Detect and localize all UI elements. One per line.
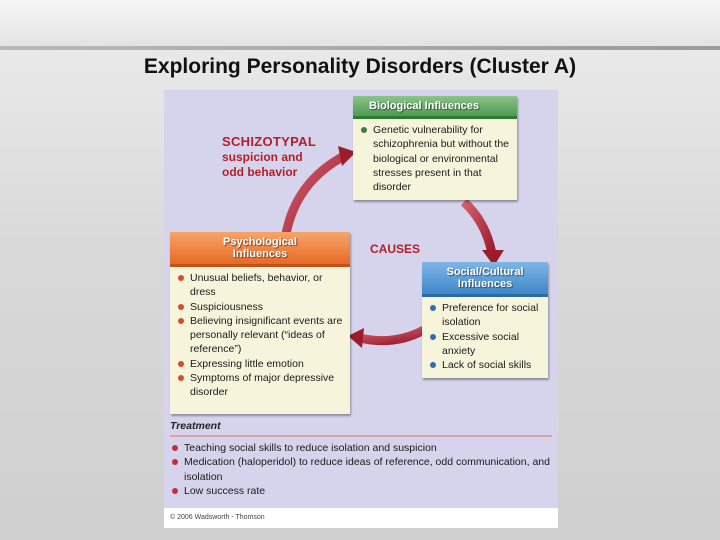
arrowhead-social-to-psych — [348, 328, 364, 348]
list-item-text: Low success rate — [184, 485, 266, 498]
biological-influences-list: Genetic vulnerability for schizophrenia … — [353, 119, 517, 198]
treatment-divider — [170, 435, 552, 437]
bullet-icon — [172, 459, 178, 466]
bullet-icon — [172, 488, 178, 495]
diagram-figure: SCHIZOTYPAL suspicion and odd behavior C… — [164, 90, 558, 528]
disorder-label: SCHIZOTYPAL suspicion and odd behavior — [222, 134, 316, 180]
slide-title: Exploring Personality Disorders (Cluster… — [143, 55, 577, 78]
header-divider — [0, 46, 720, 50]
list-item: Low success rate — [172, 484, 552, 498]
list-item-text: Excessive social anxiety — [442, 330, 520, 357]
biological-influences-box: Biological Influences Genetic vulnerabil… — [353, 96, 517, 200]
cycle-arrows — [281, 146, 504, 348]
bullet-icon — [430, 333, 436, 340]
bullet-icon — [430, 362, 436, 369]
social-cultural-influences-title: Social/Cultural Influences — [422, 262, 548, 297]
list-item: Preference for social isolation — [430, 301, 542, 330]
psychological-influences-list: Unusual beliefs, behavior, or dress Susp… — [170, 267, 350, 404]
list-item-text: Unusual beliefs, behavior, or dress — [190, 272, 323, 299]
bullet-icon — [430, 305, 436, 311]
arrowhead-psych-to-bio — [338, 146, 356, 166]
causes-label: CAUSES — [370, 242, 421, 256]
diagram-canvas: SCHIZOTYPAL suspicion and odd behavior C… — [164, 90, 558, 528]
treatment-list: Teaching social skills to reduce isolati… — [170, 441, 552, 499]
arrow-psych-to-bio — [281, 152, 347, 235]
social-title-line-1: Social/Cultural — [446, 266, 524, 278]
list-item: Excessive social anxiety — [430, 330, 542, 359]
social-cultural-influences-list: Preference for social isolation Excessiv… — [422, 297, 548, 376]
bullet-icon — [178, 375, 184, 382]
psychological-title-line-1: Psychological — [223, 236, 297, 248]
biological-influences-title: Biological Influences — [353, 96, 517, 119]
slide-header-band — [0, 0, 720, 48]
arrowhead-bio-to-social — [482, 250, 504, 266]
bullet-icon — [361, 127, 367, 133]
list-item: Genetic vulnerability for schizophrenia … — [361, 123, 511, 194]
copyright-notice: © 2006 Wadsworth - Thomson — [164, 508, 558, 528]
list-item: Teaching social skills to reduce isolati… — [172, 441, 552, 455]
list-item-text: Believing insignificant events are perso… — [190, 314, 343, 356]
list-item-text: Expressing little emotion — [190, 357, 304, 370]
list-item: Unusual beliefs, behavior, or dress — [178, 271, 344, 300]
list-item-text: Lack of social skills — [442, 359, 532, 372]
list-item: Suspiciousness — [178, 300, 344, 314]
disorder-desc-line-2: odd behavior — [222, 165, 298, 179]
list-item-text: Medication (haloperidol) to reduce ideas… — [184, 456, 550, 483]
disorder-desc-line-1: suspicion and — [222, 150, 303, 164]
list-item-text: Teaching social skills to reduce isolati… — [184, 442, 437, 454]
psychological-influences-title: Psychological Influences — [170, 232, 350, 267]
bullet-icon — [178, 275, 184, 281]
bullet-icon — [178, 360, 184, 367]
arrow-social-to-psych — [358, 325, 427, 346]
arrow-bio-to-social — [460, 198, 497, 255]
bullet-icon — [172, 445, 178, 451]
treatment-section: Treatment Teaching social skills to redu… — [170, 420, 552, 499]
list-item-text: Genetic vulnerability for schizophrenia … — [373, 124, 510, 194]
list-item: Symptoms of major depressive disorder — [178, 371, 344, 400]
psychological-influences-box: Psychological Influences Unusual beliefs… — [170, 232, 350, 414]
psychological-title-line-2: Influences — [232, 248, 288, 260]
bullet-icon — [178, 317, 184, 324]
list-item: Believing insignificant events are perso… — [178, 314, 344, 357]
treatment-title: Treatment — [170, 420, 221, 432]
list-item-text: Symptoms of major depressive disorder — [190, 372, 335, 399]
bullet-icon — [178, 303, 184, 310]
list-item: Lack of social skills — [430, 358, 542, 372]
social-cultural-influences-box: Social/Cultural Influences Preference fo… — [422, 262, 548, 378]
disorder-name: SCHIZOTYPAL — [222, 134, 317, 149]
list-item: Expressing little emotion — [178, 357, 344, 371]
list-item: Medication (haloperidol) to reduce ideas… — [172, 455, 552, 484]
list-item-text: Suspiciousness — [190, 300, 263, 313]
list-item-text: Preference for social isolation — [442, 302, 539, 329]
social-title-line-2: Influences — [457, 278, 513, 290]
